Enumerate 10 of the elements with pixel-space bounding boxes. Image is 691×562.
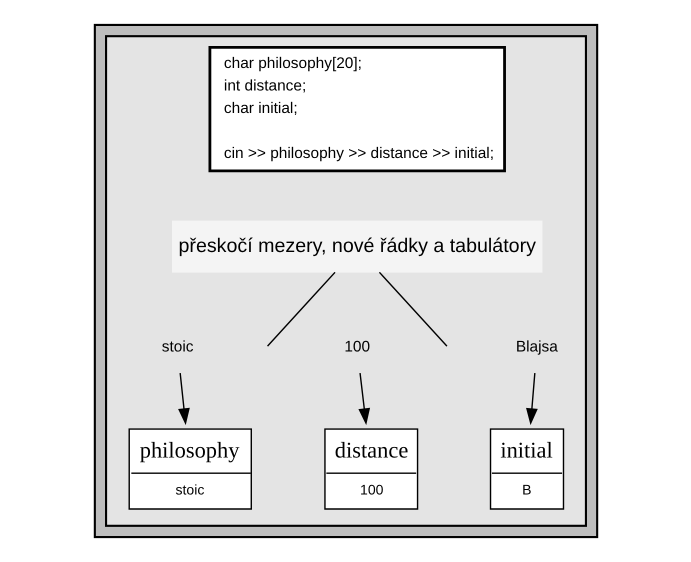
node-text: 100: [344, 338, 370, 356]
node-box: char philosophy[20]; int distance; char initial; cin >> philosophy >> distance >> initial;: [208, 46, 506, 172]
node-text: stoic: [161, 338, 193, 356]
arrow: [526, 372, 538, 426]
node-box: přeskočí mezery, nové řádky a tabulátory: [172, 220, 542, 273]
arrow: [178, 372, 190, 426]
arrow: [358, 372, 370, 426]
connector: [378, 272, 447, 347]
connector: [266, 272, 336, 347]
node-text: Blajsa: [515, 338, 558, 356]
